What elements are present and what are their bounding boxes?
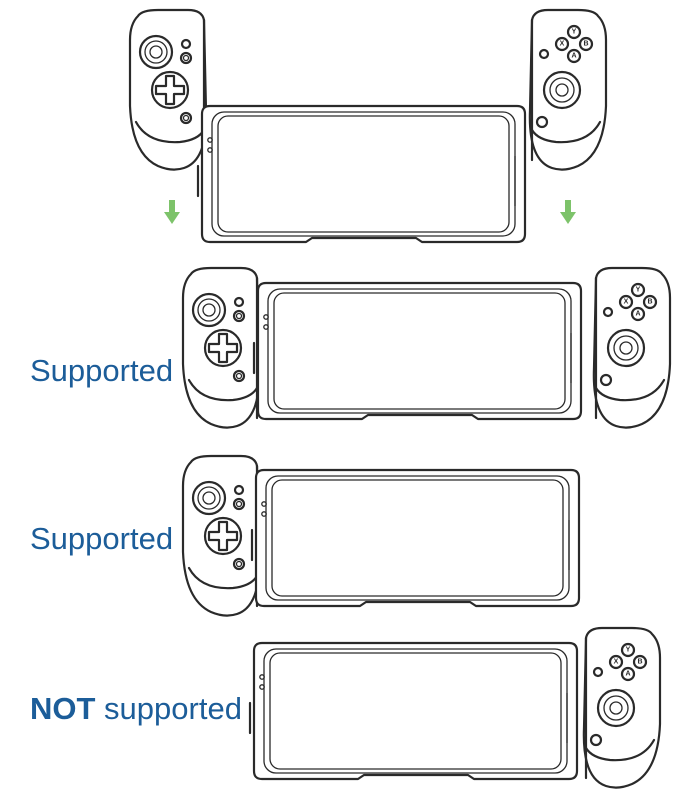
right-controller-detached: [528, 8, 608, 171]
phone: [250, 468, 581, 608]
right-down-arrow-icon: [560, 200, 576, 224]
row-4-label-strong: NOT: [30, 691, 96, 726]
right-controller: [582, 626, 662, 789]
row-2-label: Supported: [30, 353, 174, 388]
row-4-label: NOT supported: [30, 693, 242, 724]
row-1-attach-illustration: [128, 8, 608, 244]
phone: [252, 281, 583, 421]
phone: [248, 641, 579, 781]
row-4-label-rest: supported: [95, 691, 242, 726]
row-3-left-controller-only: [181, 454, 581, 617]
left-controller: [181, 266, 261, 429]
row-2-both-controllers: [181, 266, 672, 429]
left-controller-detached: [128, 8, 208, 171]
left-down-arrow-icon: [164, 200, 180, 224]
phone-with-holder: [196, 104, 527, 244]
row-4-right-controller-only: [248, 626, 662, 789]
row-3-label: Supported: [30, 521, 174, 556]
left-controller: [181, 454, 261, 617]
right-controller: [592, 266, 672, 429]
